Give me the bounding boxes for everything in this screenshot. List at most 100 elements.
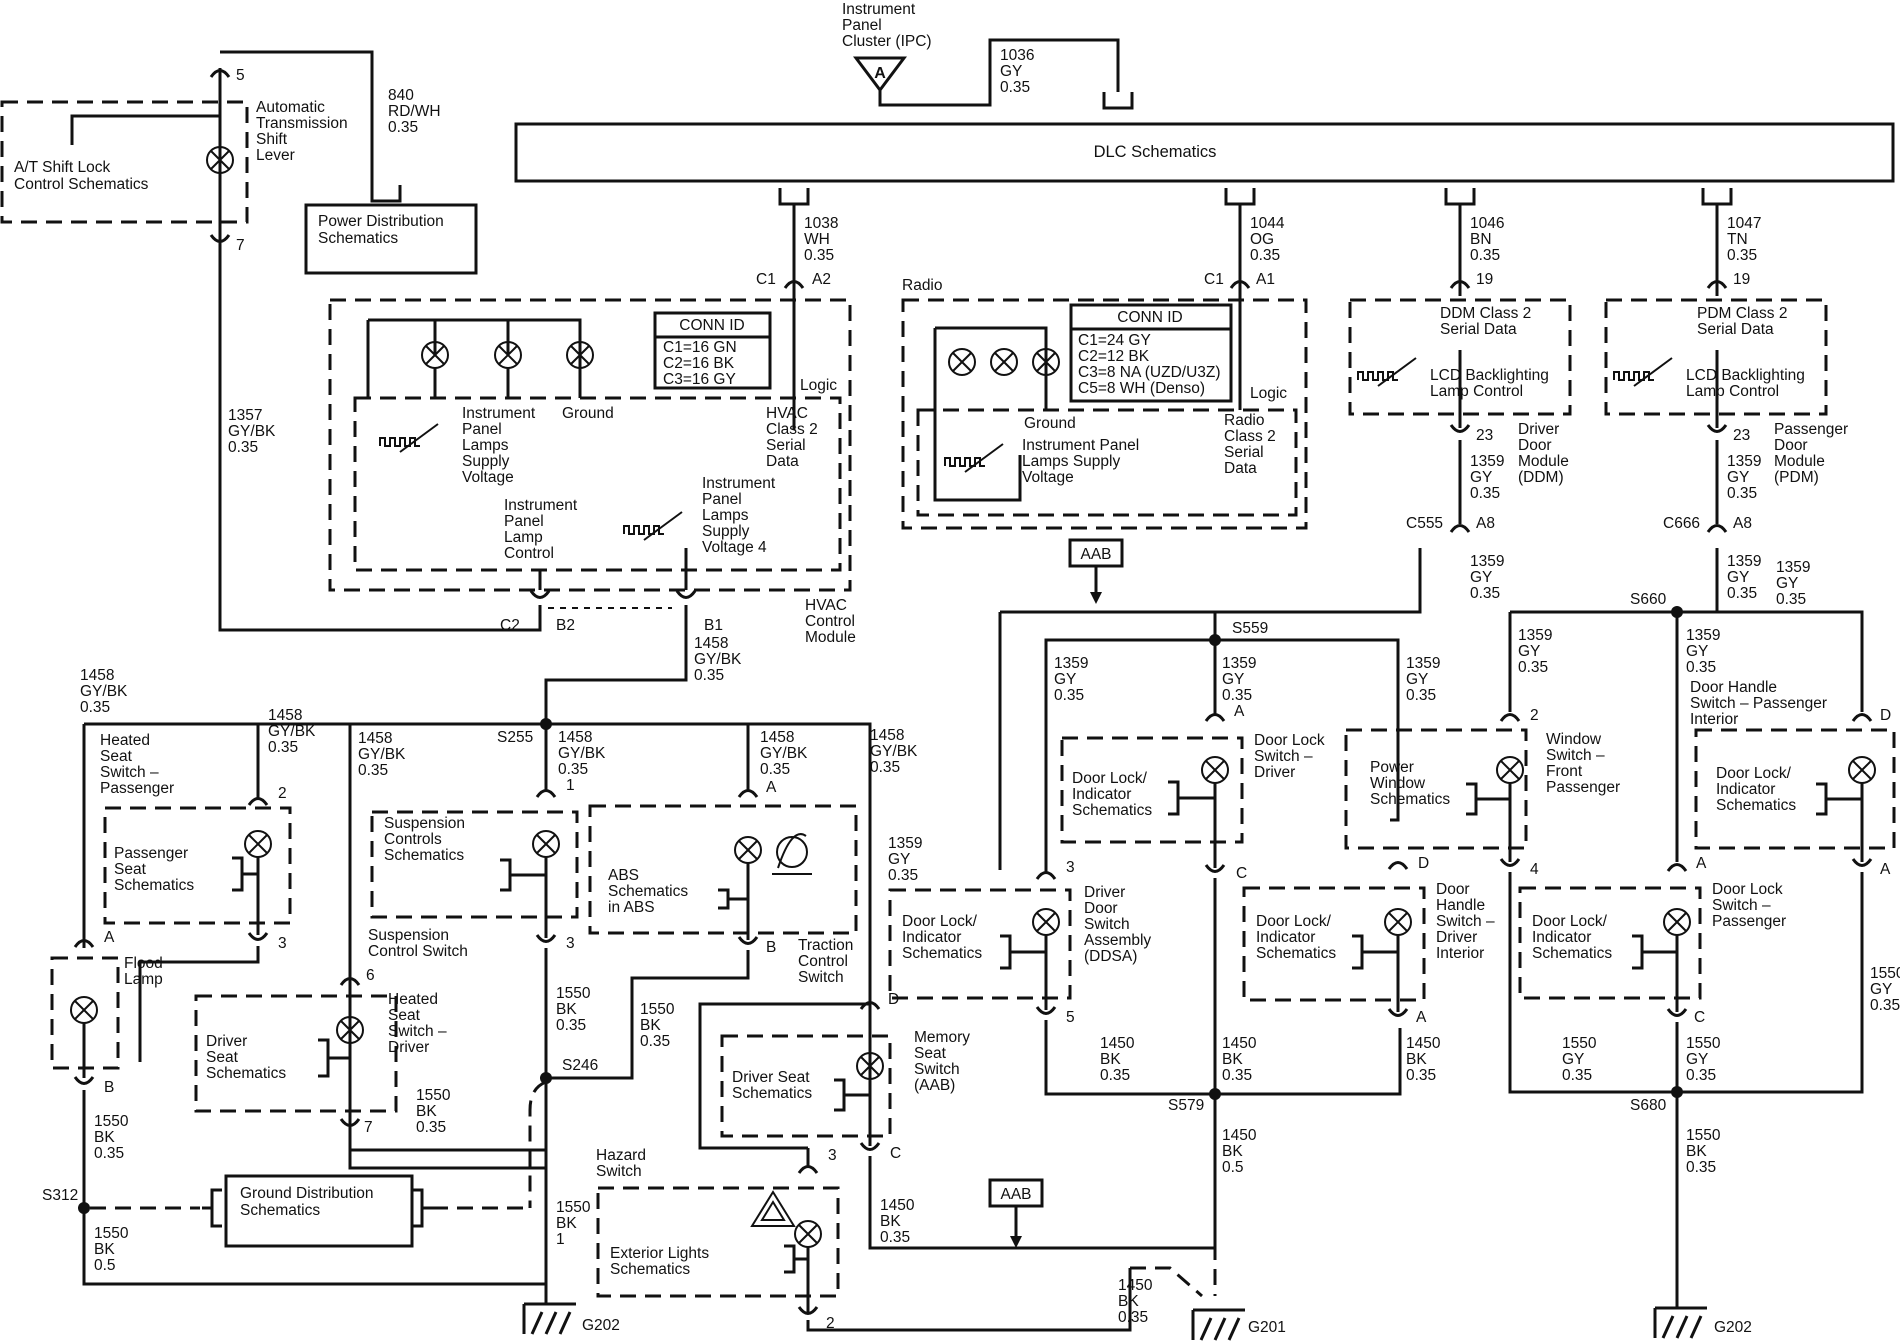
- label-line: DLC Schematics: [1094, 143, 1217, 161]
- dlc-drop-socket-icon: [1224, 188, 1256, 206]
- label-line: Lamp Control: [1430, 383, 1523, 400]
- dimmer-wiper: [399, 423, 439, 453]
- pin-dC: C: [1236, 865, 1247, 882]
- label-line: A: [1234, 703, 1245, 720]
- label-line: B2: [556, 617, 575, 634]
- label-line: GY: [1000, 63, 1022, 80]
- label-line: C5=8 WH (Denso): [1078, 380, 1205, 397]
- label-line: 1550: [1686, 1035, 1721, 1052]
- lamp-cross: [738, 840, 758, 860]
- label-line: Serial: [766, 437, 806, 454]
- label-line: Door Lock: [1254, 732, 1325, 749]
- pin-a2: A2: [812, 271, 831, 288]
- ground-hatch: [544, 1311, 558, 1335]
- label-line: BK: [556, 1215, 577, 1232]
- wire-1450-ddsa: [1044, 1020, 1402, 1096]
- pin-wf4-icon: [1499, 858, 1521, 867]
- label-line: C3=8 NA (UZD/U3Z): [1078, 364, 1221, 381]
- label-line: 6: [366, 967, 375, 984]
- label-line: 1450: [1222, 1127, 1257, 1144]
- power-distribution-box: [304, 203, 478, 275]
- pin-mD-icon: [859, 1001, 881, 1010]
- label-line: A2: [812, 271, 831, 288]
- pin-wf4: 4: [1530, 861, 1539, 878]
- label-line: Passenger: [1712, 913, 1786, 930]
- label-line: WH: [804, 231, 830, 248]
- ground-g202b: G202: [1714, 1319, 1752, 1336]
- label-line: GY: [1406, 671, 1428, 688]
- label-line: 0.35: [1470, 485, 1500, 502]
- pin-dhA: A: [1416, 1009, 1427, 1026]
- suspension-box: [370, 810, 579, 919]
- ground-hatch: [1227, 1317, 1241, 1341]
- lamp-cross: [1036, 912, 1056, 932]
- pin-23-icon: [1449, 424, 1471, 433]
- label-line: Door Lock/: [1256, 913, 1332, 930]
- label-line: 0.35: [1222, 1067, 1252, 1084]
- flood-lamp-icon: [70, 996, 98, 1024]
- ddsa-lamp-icon: [1032, 908, 1060, 936]
- drv-bracket: [318, 1038, 338, 1078]
- label-line: 4: [1530, 861, 1539, 878]
- splice-s312-label: S312: [42, 1187, 78, 1204]
- pin-ddsa5-icon: [1035, 1006, 1057, 1015]
- ddm-dimmer-icon: [1357, 357, 1417, 387]
- label-line: 5: [1066, 1009, 1075, 1026]
- label-line: 1550: [94, 1113, 129, 1130]
- label-line: 0.35: [804, 247, 834, 264]
- label-line: Voltage: [1022, 469, 1074, 486]
- dh-driver-box: [1242, 886, 1426, 1002]
- label-line: Driver: [1436, 929, 1477, 946]
- ground-g202a: G202: [582, 1317, 620, 1334]
- label-line: Traction: [798, 937, 853, 954]
- radio-label: Radio: [902, 277, 943, 294]
- label-line: 1038: [804, 215, 838, 232]
- pin-p19a: 19: [1476, 271, 1493, 288]
- label-line: Switch: [596, 1163, 642, 1180]
- dimmer-wiper: [964, 443, 1004, 473]
- label-line: 1: [556, 1231, 565, 1248]
- label-line: Schematics: [114, 877, 194, 894]
- label-line: BN: [1470, 231, 1492, 248]
- label-line: Radio: [902, 277, 943, 294]
- radio-lamp-icon: [948, 348, 976, 376]
- pin-2-icon: [247, 797, 269, 806]
- radio-logic: Logic: [1250, 385, 1287, 402]
- label-line: 0.35: [1518, 659, 1548, 676]
- pin-mC: C: [890, 1145, 901, 1162]
- lamp-cross: [248, 834, 268, 854]
- pin-drv6: 6: [366, 967, 375, 984]
- pin-b2-icon: [529, 590, 551, 599]
- label-line: 7: [364, 1119, 373, 1136]
- label-line: Cluster (IPC): [842, 33, 932, 50]
- label-line: A/T Shift Lock: [14, 159, 110, 176]
- radio-inner-box: [916, 408, 1298, 517]
- lamp-circle: [532, 830, 560, 858]
- pin-floodB: B: [104, 1079, 114, 1096]
- dimmer-wiper: [1377, 357, 1417, 387]
- label-line: Flood: [124, 955, 163, 972]
- label-line: GY: [1470, 469, 1492, 486]
- label-line: 0.35: [1100, 1067, 1130, 1084]
- dlc-drop-socket-icon: [1444, 188, 1476, 206]
- label-line: AAB: [1000, 1186, 1031, 1203]
- label-line: Door Lock/: [1716, 765, 1792, 782]
- aab-lower: AAB: [1000, 1186, 1031, 1203]
- wire-1036: [878, 38, 1120, 107]
- splice-s559-label: S559: [1232, 620, 1268, 637]
- label-line: Switch –: [1436, 913, 1495, 930]
- pin-phA: A: [1880, 861, 1891, 878]
- label-line: Door Lock: [1712, 881, 1783, 898]
- splice-s660-label: S660: [1630, 591, 1667, 608]
- label-line: 0.35: [1727, 585, 1757, 602]
- ipc-letter: A: [874, 65, 886, 82]
